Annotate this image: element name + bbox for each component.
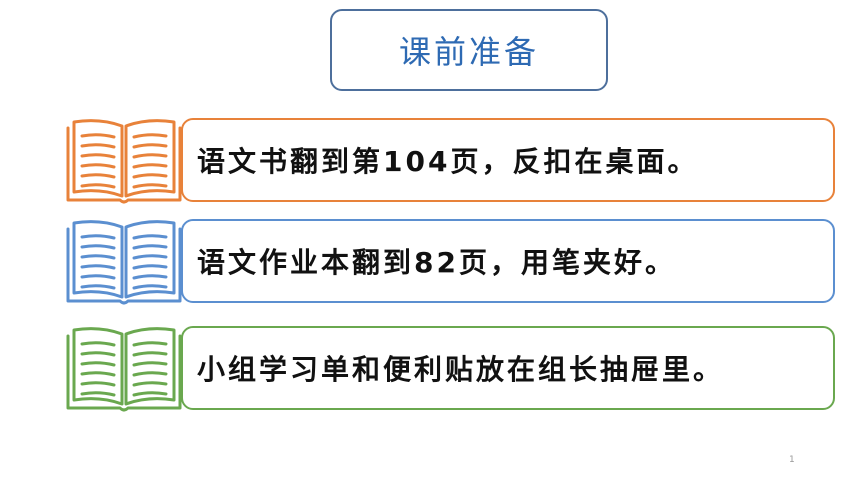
title-box: 课前准备 xyxy=(330,9,608,91)
instruction-card: 小组学习单和便利贴放在组长抽屉里。 xyxy=(181,326,835,410)
open-book-icon xyxy=(66,119,182,204)
slide-title: 课前准备 xyxy=(398,33,539,71)
list-item: 语文作业本翻到82页，用笔夹好。 xyxy=(64,217,836,307)
page-number: 1 xyxy=(789,455,795,465)
instruction-text: 语文作业本翻到82页，用笔夹好。 xyxy=(197,246,676,279)
open-book-icon xyxy=(66,327,182,412)
instruction-text: 语文书翻到第104页，反扣在桌面。 xyxy=(197,145,699,178)
instruction-card: 语文作业本翻到82页，用笔夹好。 xyxy=(181,219,835,303)
list-item: 小组学习单和便利贴放在组长抽屉里。 xyxy=(64,324,836,414)
instruction-card: 语文书翻到第104页，反扣在桌面。 xyxy=(181,118,835,202)
list-item: 语文书翻到第104页，反扣在桌面。 xyxy=(64,116,836,206)
open-book-icon xyxy=(66,220,182,305)
instruction-text: 小组学习单和便利贴放在组长抽屉里。 xyxy=(197,353,725,386)
